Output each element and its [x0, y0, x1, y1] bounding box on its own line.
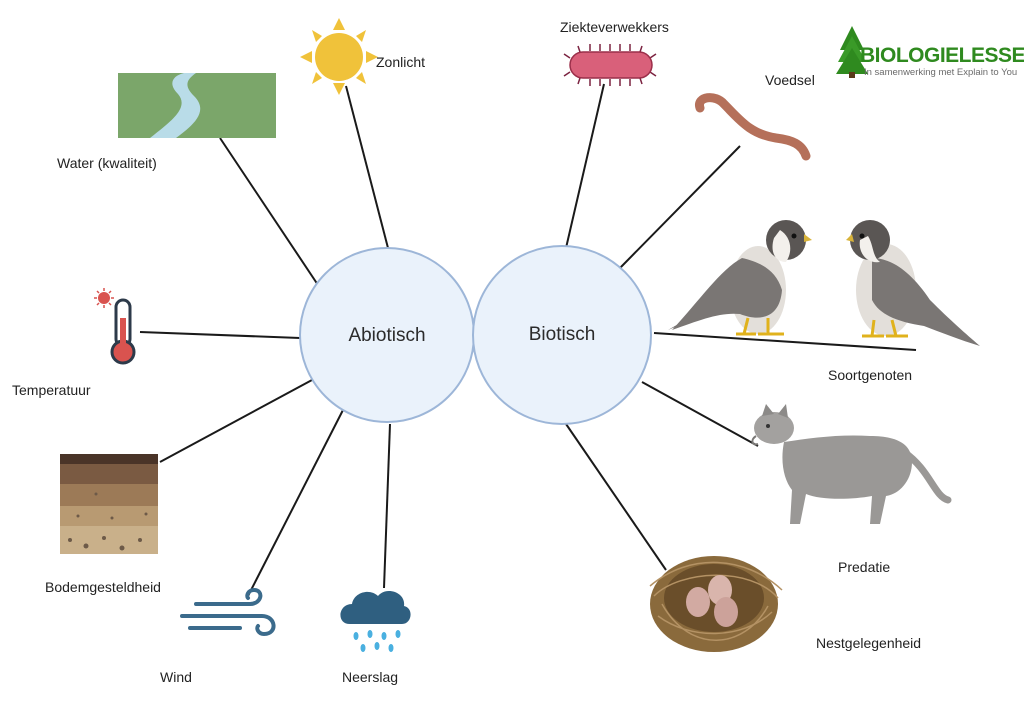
- line-conspecifics: [653, 332, 917, 351]
- pathogens-label: Ziekteverwekkers: [560, 19, 669, 35]
- earthworm-icon: [695, 93, 811, 161]
- biologielessen-logo: BIOLOGIELESSEN.NL In samenwerking met Ex…: [836, 26, 1024, 78]
- line-rain: [383, 423, 391, 589]
- line-soil: [159, 379, 313, 463]
- soil-layers-icon: [60, 454, 158, 554]
- conspecifics-label: Soortgenoten: [828, 367, 912, 383]
- bird-nest-icon: [649, 556, 783, 652]
- thermometer-icon: [94, 288, 136, 365]
- food-label: Voedsel: [765, 72, 815, 88]
- river-landscape-icon: [118, 73, 276, 138]
- line-pathogens: [565, 83, 605, 249]
- logo-title: BIOLOGIELESSEN.NL: [860, 44, 1024, 67]
- biotic-label: Biotisch: [529, 324, 596, 345]
- line-temperature: [139, 331, 301, 339]
- temperature-label: Temperatuur: [12, 382, 91, 398]
- falcon-right-icon: [846, 220, 980, 346]
- sun-icon: [300, 18, 378, 95]
- abiotic-label: Abiotisch: [348, 325, 425, 346]
- rain-label: Neerslag: [342, 669, 398, 685]
- tree-icon: [836, 26, 868, 78]
- biotic-circle: [472, 245, 652, 425]
- nesting-label: Nestgelegenheid: [816, 635, 921, 651]
- bacterium-icon: [563, 44, 657, 86]
- line-sunlight: [345, 85, 389, 249]
- connector-lines: [139, 83, 917, 597]
- soil-label: Bodemgesteldheid: [45, 579, 161, 595]
- predation-label: Predatie: [838, 559, 890, 575]
- line-predation: [641, 381, 759, 447]
- logo-subtitle: In samenwerking met Explain to You: [864, 67, 1017, 78]
- sunlight-label: Zonlicht: [376, 54, 425, 70]
- line-wind: [247, 409, 344, 597]
- line-water: [219, 137, 319, 286]
- wind-label: Wind: [160, 669, 192, 685]
- water-label: Water (kwaliteit): [57, 155, 157, 171]
- rain-cloud-icon: [340, 591, 411, 652]
- line-food: [619, 145, 741, 269]
- cat-icon: [751, 404, 952, 524]
- line-nesting: [565, 423, 667, 571]
- wind-icon: [180, 587, 276, 637]
- falcon-left-icon: [668, 220, 812, 336]
